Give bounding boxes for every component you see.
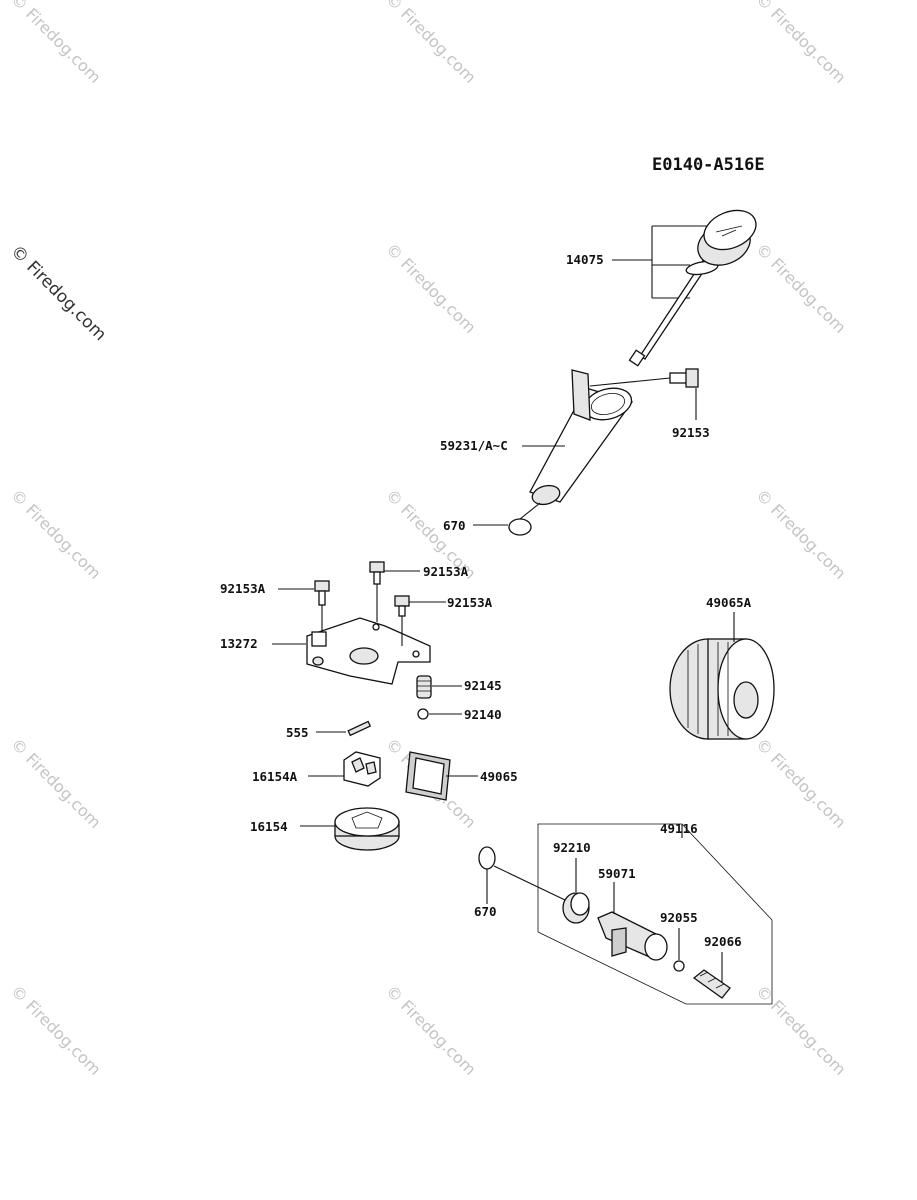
watermark: © Firedog.com	[752, 0, 850, 87]
outer-rotor-part	[300, 807, 400, 851]
part-label-92153A-left: 92153A	[220, 581, 266, 596]
part-label-555: 555	[286, 725, 309, 740]
part-label-49065: 49065	[480, 769, 518, 784]
part-label-92140: 92140	[464, 707, 502, 722]
pump-cover-part	[272, 561, 446, 685]
part-label-59231: 59231/A~C	[440, 438, 508, 453]
o-ring-bottom	[478, 846, 496, 870]
part-label-92153A-top: 92153A	[423, 564, 469, 579]
watermark: © Firedog.com	[752, 734, 850, 832]
part-label-92055: 92055	[660, 910, 698, 925]
watermark: © Firedog.com	[7, 981, 105, 1079]
part-label-92153A-right: 92153A	[447, 595, 493, 610]
spring-and-ball	[416, 675, 462, 720]
drain-assembly-part	[537, 823, 773, 1005]
watermark: © Firedog.com	[382, 981, 480, 1079]
watermark: © Firedog.com	[752, 239, 850, 337]
pin-555	[347, 720, 372, 737]
part-label-49065A: 49065A	[706, 595, 752, 610]
watermark: © Firedog.com	[752, 981, 850, 1079]
oil-fill-tube-part	[522, 368, 699, 506]
screen-gasket-part	[405, 751, 478, 801]
diagram-code: E0140-A516E	[652, 155, 765, 175]
part-label-49116: 49116	[660, 821, 698, 836]
part-label-59071: 59071	[598, 866, 636, 881]
part-label-16154: 16154	[250, 819, 288, 834]
part-label-92153: 92153	[672, 425, 710, 440]
part-label-670-top: 670	[443, 518, 466, 533]
watermark: © Firedog.com	[7, 485, 105, 583]
watermark: © Firedog.com	[7, 734, 105, 832]
watermark-main: © Firedog.com	[6, 241, 110, 345]
part-label-14075: 14075	[566, 252, 604, 267]
o-ring-top	[508, 518, 532, 536]
watermark: © Firedog.com	[752, 485, 850, 583]
watermark: © Firedog.com	[382, 239, 480, 337]
part-label-13272: 13272	[220, 636, 258, 651]
part-label-92210: 92210	[553, 840, 591, 855]
part-label-92066: 92066	[704, 934, 742, 949]
dipstick-part	[612, 209, 757, 367]
watermark: © Firedog.com	[382, 0, 480, 87]
inner-rotor-part	[308, 751, 381, 787]
oil-filter-part	[669, 612, 775, 740]
watermark: © Firedog.com	[7, 0, 105, 87]
part-label-16154A: 16154A	[252, 769, 298, 784]
part-label-92145: 92145	[464, 678, 502, 693]
part-label-670-bottom: 670	[474, 904, 497, 919]
